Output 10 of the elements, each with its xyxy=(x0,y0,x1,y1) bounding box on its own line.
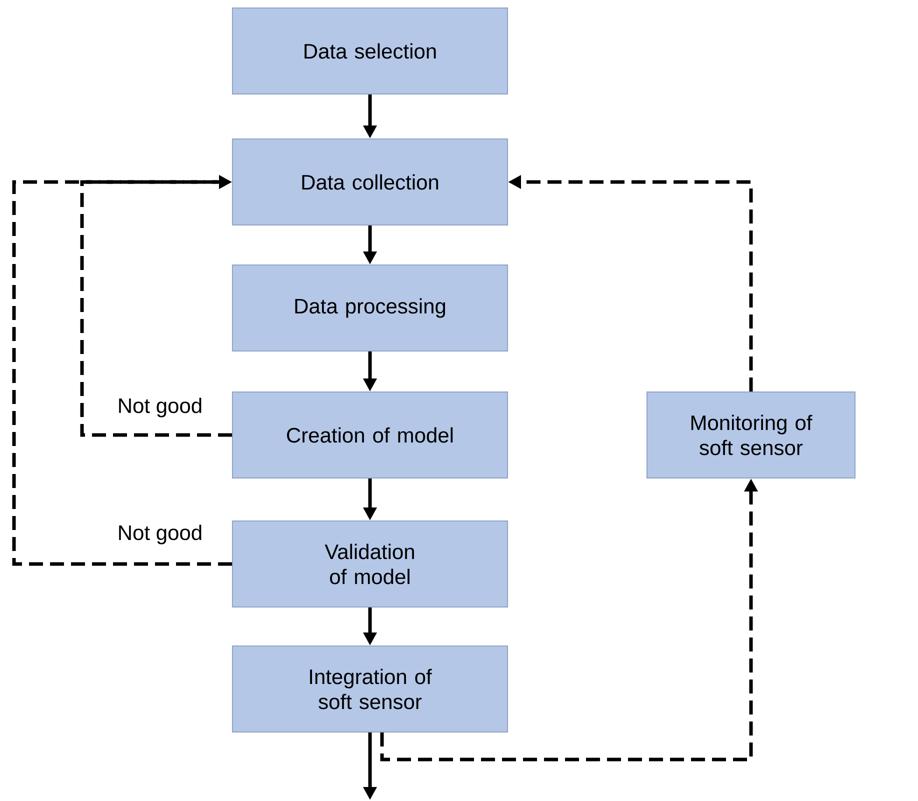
process-box: Validation of model xyxy=(232,520,508,608)
process-box: Integration of soft sensor xyxy=(232,646,508,732)
process-box: Creation of model xyxy=(232,392,508,478)
process-box: Monitoring of soft sensor xyxy=(646,392,856,478)
process-box: Data processing xyxy=(232,264,508,352)
process-box: Data selection xyxy=(232,8,508,94)
process-box: Data collection xyxy=(232,138,508,226)
edge-label: Not good xyxy=(116,396,204,418)
edge-label: Not good xyxy=(116,524,204,546)
dashed-arrow xyxy=(12,174,232,566)
